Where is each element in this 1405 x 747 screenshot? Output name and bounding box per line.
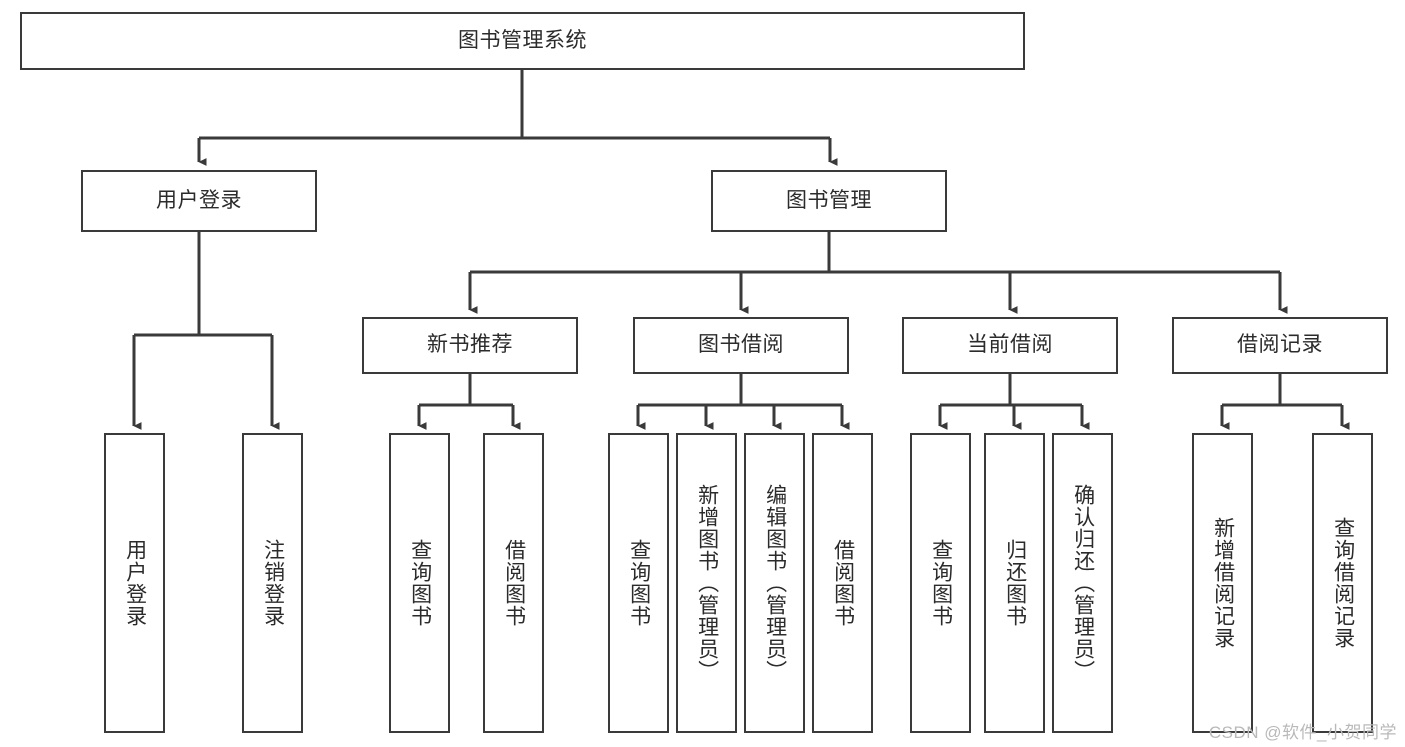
node-root[interactable]: 图书管理系统 bbox=[20, 12, 1025, 70]
leaf-user-logout-label: 注销登录 bbox=[261, 539, 285, 627]
leaf-current-confirm-label: 确认归还（管理员） bbox=[1071, 484, 1095, 682]
leaf-record-query[interactable]: 查询借阅记录 bbox=[1312, 433, 1373, 733]
leaf-user-login-label: 用户登录 bbox=[123, 539, 147, 627]
leaf-current-query-label: 查询图书 bbox=[929, 539, 953, 627]
leaf-borrow-add-label: 新增图书（管理员） bbox=[695, 484, 719, 682]
node-new-book-recommend[interactable]: 新书推荐 bbox=[362, 317, 578, 374]
leaf-record-add-label: 新增借阅记录 bbox=[1211, 517, 1235, 649]
node-book-manage[interactable]: 图书管理 bbox=[711, 170, 947, 232]
node-current-borrow-label: 当前借阅 bbox=[967, 333, 1053, 357]
node-user-login-label: 用户登录 bbox=[156, 188, 242, 212]
leaf-user-login[interactable]: 用户登录 bbox=[104, 433, 165, 733]
node-user-login[interactable]: 用户登录 bbox=[81, 170, 317, 232]
leaf-recommend-borrow-label: 借阅图书 bbox=[502, 539, 526, 627]
leaf-user-logout[interactable]: 注销登录 bbox=[242, 433, 303, 733]
csdn-watermark: CSDN @软件_小贺同学 bbox=[1208, 723, 1397, 742]
node-borrow-record-label: 借阅记录 bbox=[1237, 333, 1323, 357]
leaf-recommend-borrow[interactable]: 借阅图书 bbox=[483, 433, 544, 733]
node-book-borrow-label: 图书借阅 bbox=[698, 333, 784, 357]
leaf-recommend-query[interactable]: 查询图书 bbox=[389, 433, 450, 733]
leaf-recommend-query-label: 查询图书 bbox=[408, 539, 432, 627]
node-current-borrow[interactable]: 当前借阅 bbox=[902, 317, 1118, 374]
leaf-borrow-query-label: 查询图书 bbox=[627, 539, 651, 627]
node-book-borrow[interactable]: 图书借阅 bbox=[633, 317, 849, 374]
node-book-manage-label: 图书管理 bbox=[786, 188, 872, 212]
leaf-record-add[interactable]: 新增借阅记录 bbox=[1192, 433, 1253, 733]
leaf-record-query-label: 查询借阅记录 bbox=[1331, 517, 1355, 649]
node-root-label: 图书管理系统 bbox=[458, 28, 587, 52]
leaf-borrow-edit-label: 编辑图书（管理员） bbox=[763, 484, 787, 682]
leaf-current-confirm[interactable]: 确认归还（管理员） bbox=[1052, 433, 1113, 733]
leaf-borrow-edit[interactable]: 编辑图书（管理员） bbox=[744, 433, 805, 733]
leaf-current-query[interactable]: 查询图书 bbox=[910, 433, 971, 733]
leaf-current-return[interactable]: 归还图书 bbox=[984, 433, 1045, 733]
node-new-book-recommend-label: 新书推荐 bbox=[427, 333, 513, 357]
node-borrow-record[interactable]: 借阅记录 bbox=[1172, 317, 1388, 374]
leaf-borrow-add[interactable]: 新增图书（管理员） bbox=[676, 433, 737, 733]
leaf-borrow-lend-label: 借阅图书 bbox=[831, 539, 855, 627]
leaf-borrow-lend[interactable]: 借阅图书 bbox=[812, 433, 873, 733]
leaf-current-return-label: 归还图书 bbox=[1003, 539, 1027, 627]
leaf-borrow-query[interactable]: 查询图书 bbox=[608, 433, 669, 733]
